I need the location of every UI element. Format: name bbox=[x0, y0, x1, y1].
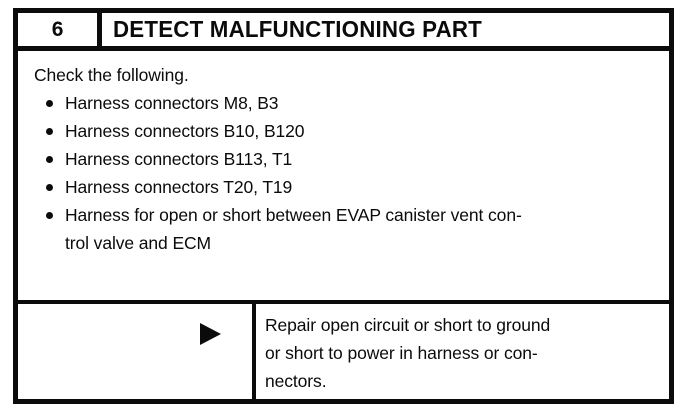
action-text-line: or short to power in harness or con- bbox=[265, 343, 538, 363]
list-item-text-continued: trol valve and ECM bbox=[65, 233, 212, 253]
list-item: Harness connectors B113, T1 bbox=[30, 145, 657, 173]
bullet-dot-icon bbox=[46, 100, 53, 107]
action-text-cell: Repair open circuit or short to ground o… bbox=[256, 304, 669, 399]
list-item-text: Harness connectors T20, T19 bbox=[65, 177, 293, 197]
step-title: DETECT MALFUNCTIONING PART bbox=[113, 16, 483, 42]
list-item-text: Harness connectors B10, B120 bbox=[65, 121, 305, 141]
bullet-dot-icon bbox=[46, 156, 53, 163]
procedure-step-table: 6 DETECT MALFUNCTIONING PART Check the f… bbox=[13, 8, 674, 404]
list-item-text: Harness for open or short between EVAP c… bbox=[65, 205, 522, 225]
bullet-dot-icon bbox=[46, 128, 53, 135]
step-title-cell: DETECT MALFUNCTIONING PART bbox=[102, 13, 669, 46]
list-item: Harness connectors B10, B120 bbox=[30, 117, 657, 145]
arrow-cell bbox=[18, 304, 256, 399]
step-number: 6 bbox=[51, 18, 64, 41]
step-header-row: 6 DETECT MALFUNCTIONING PART bbox=[18, 13, 669, 51]
bullet-dot-icon bbox=[46, 184, 53, 191]
list-item-text: Harness connectors B113, T1 bbox=[65, 149, 293, 169]
list-item-text: Harness connectors M8, B3 bbox=[65, 93, 279, 113]
harness-check-list: Harness connectors M8, B3 Harness connec… bbox=[30, 89, 657, 257]
step-number-cell: 6 bbox=[18, 13, 102, 46]
action-text-line: nectors. bbox=[265, 371, 327, 391]
check-instruction: Check the following. bbox=[34, 65, 189, 85]
right-triangle-arrow-icon bbox=[200, 323, 221, 345]
step-body: Check the following. Harness connectors … bbox=[18, 51, 669, 304]
list-item: Harness connectors T20, T19 bbox=[30, 173, 657, 201]
list-item: Harness for open or short between EVAP c… bbox=[30, 201, 657, 257]
action-text-line: Repair open circuit or short to ground bbox=[265, 315, 551, 335]
bullet-dot-icon bbox=[46, 212, 53, 219]
action-row: Repair open circuit or short to ground o… bbox=[18, 304, 669, 399]
list-item: Harness connectors M8, B3 bbox=[30, 89, 657, 117]
